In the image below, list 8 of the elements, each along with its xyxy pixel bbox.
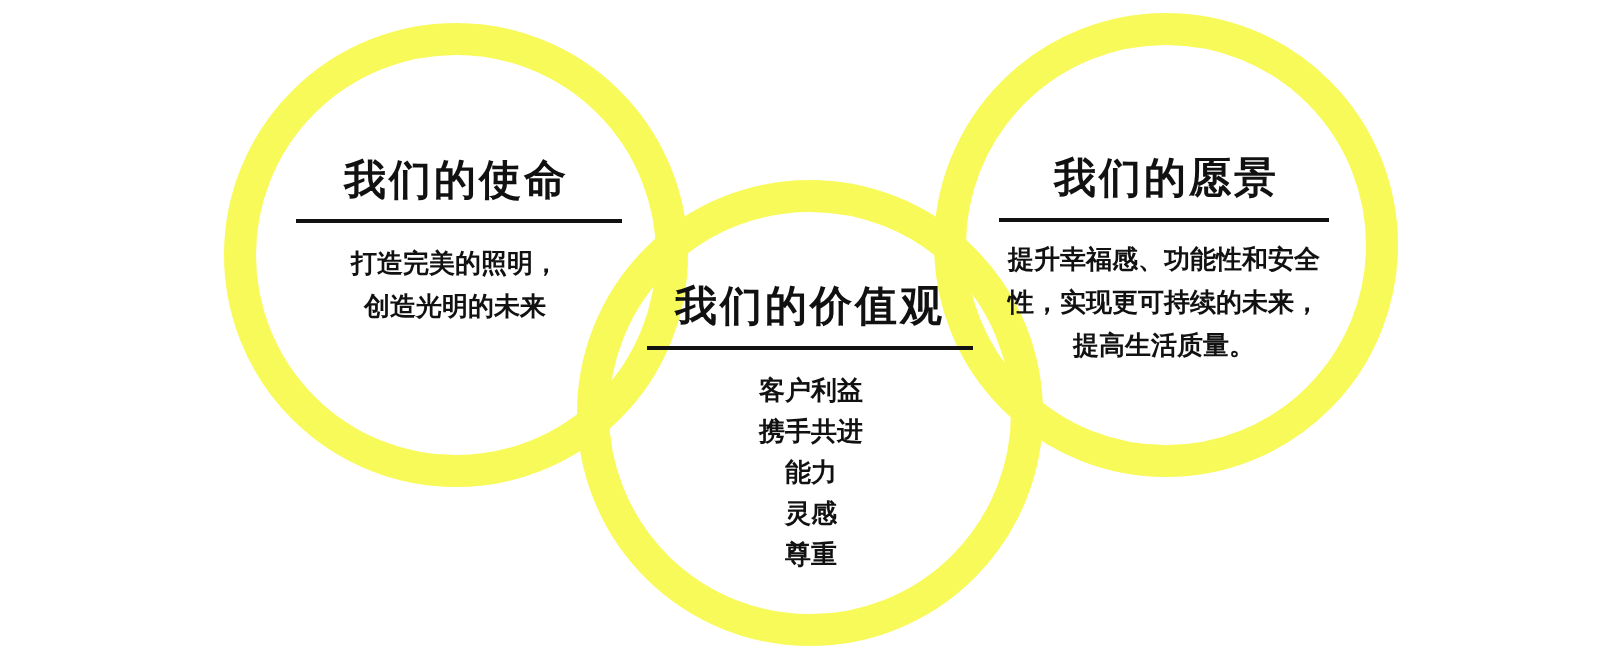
- list-item: 灵感: [785, 496, 837, 530]
- heading: 我们的愿景: [1053, 153, 1279, 203]
- list-item: 携手共进: [759, 414, 863, 448]
- list-item: 尊重: [785, 537, 837, 571]
- body-text: 打造完美的照明，创造光明的未来: [349, 246, 560, 323]
- list-item: 客户利益: [759, 373, 863, 407]
- list-item: 能力: [785, 455, 837, 489]
- heading: 我们的使命: [343, 155, 569, 205]
